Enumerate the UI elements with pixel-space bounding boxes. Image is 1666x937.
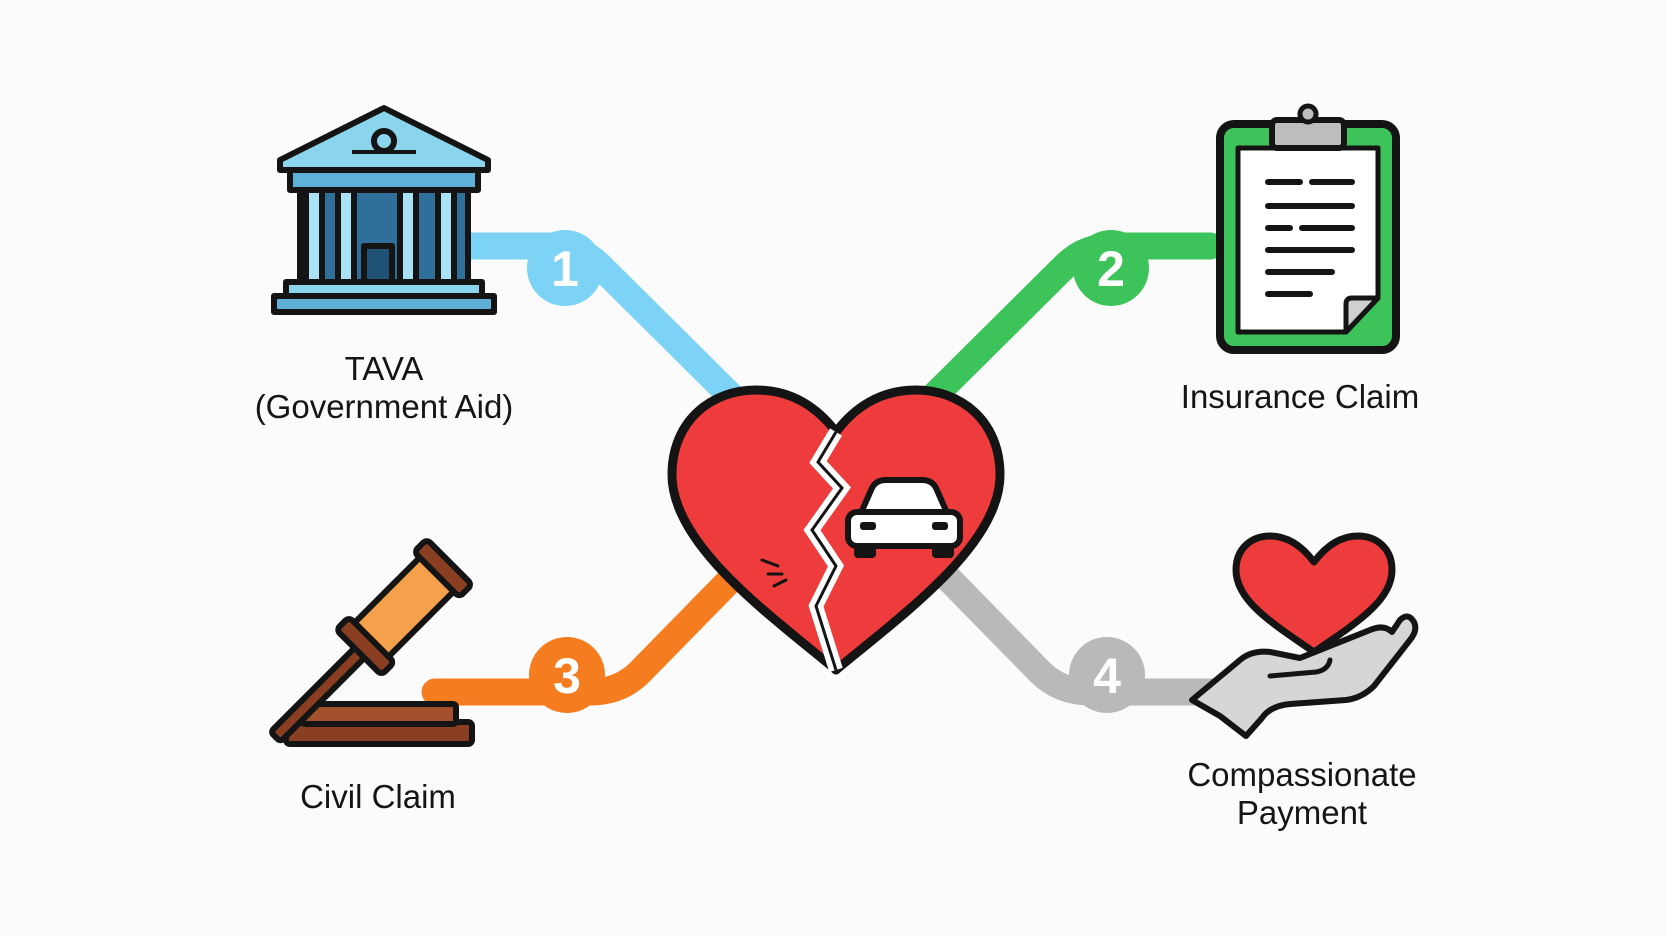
car-icon	[845, 477, 963, 558]
label-route-2: Insurance Claim	[1150, 378, 1450, 416]
label-line: Civil Claim	[300, 778, 456, 815]
badge-route-2: 2	[1073, 230, 1149, 306]
clipboard-document-icon	[1216, 103, 1400, 354]
connector-route-2	[916, 232, 1224, 414]
label-line: Payment	[1236, 794, 1368, 831]
route-number: 4	[1093, 648, 1121, 704]
gavel-icon	[269, 538, 475, 747]
label-route-1: TAVA (Government Aid)	[234, 350, 534, 426]
label-line: Insurance Claim	[1180, 378, 1420, 415]
heart-in-hand-icon	[1189, 532, 1419, 739]
badge-route-3: 3	[529, 637, 605, 713]
government-building-icon	[271, 105, 497, 315]
label-route-3: Civil Claim	[228, 778, 528, 816]
heart-crack-sparks	[760, 558, 788, 588]
route-number: 3	[553, 648, 581, 704]
document-lines	[1265, 179, 1355, 297]
label-route-4: Compassionate Payment	[1152, 756, 1452, 832]
label-line: TAVA	[344, 350, 424, 387]
route-number: 1	[551, 241, 579, 297]
badge-route-4: 4	[1069, 637, 1145, 713]
label-line: Compassionate	[1187, 756, 1417, 793]
label-line: (Government Aid)	[254, 388, 514, 425]
broken-heart-with-car-icon	[667, 385, 1005, 675]
badge-route-1: 1	[527, 230, 603, 306]
route-number: 2	[1097, 241, 1125, 297]
